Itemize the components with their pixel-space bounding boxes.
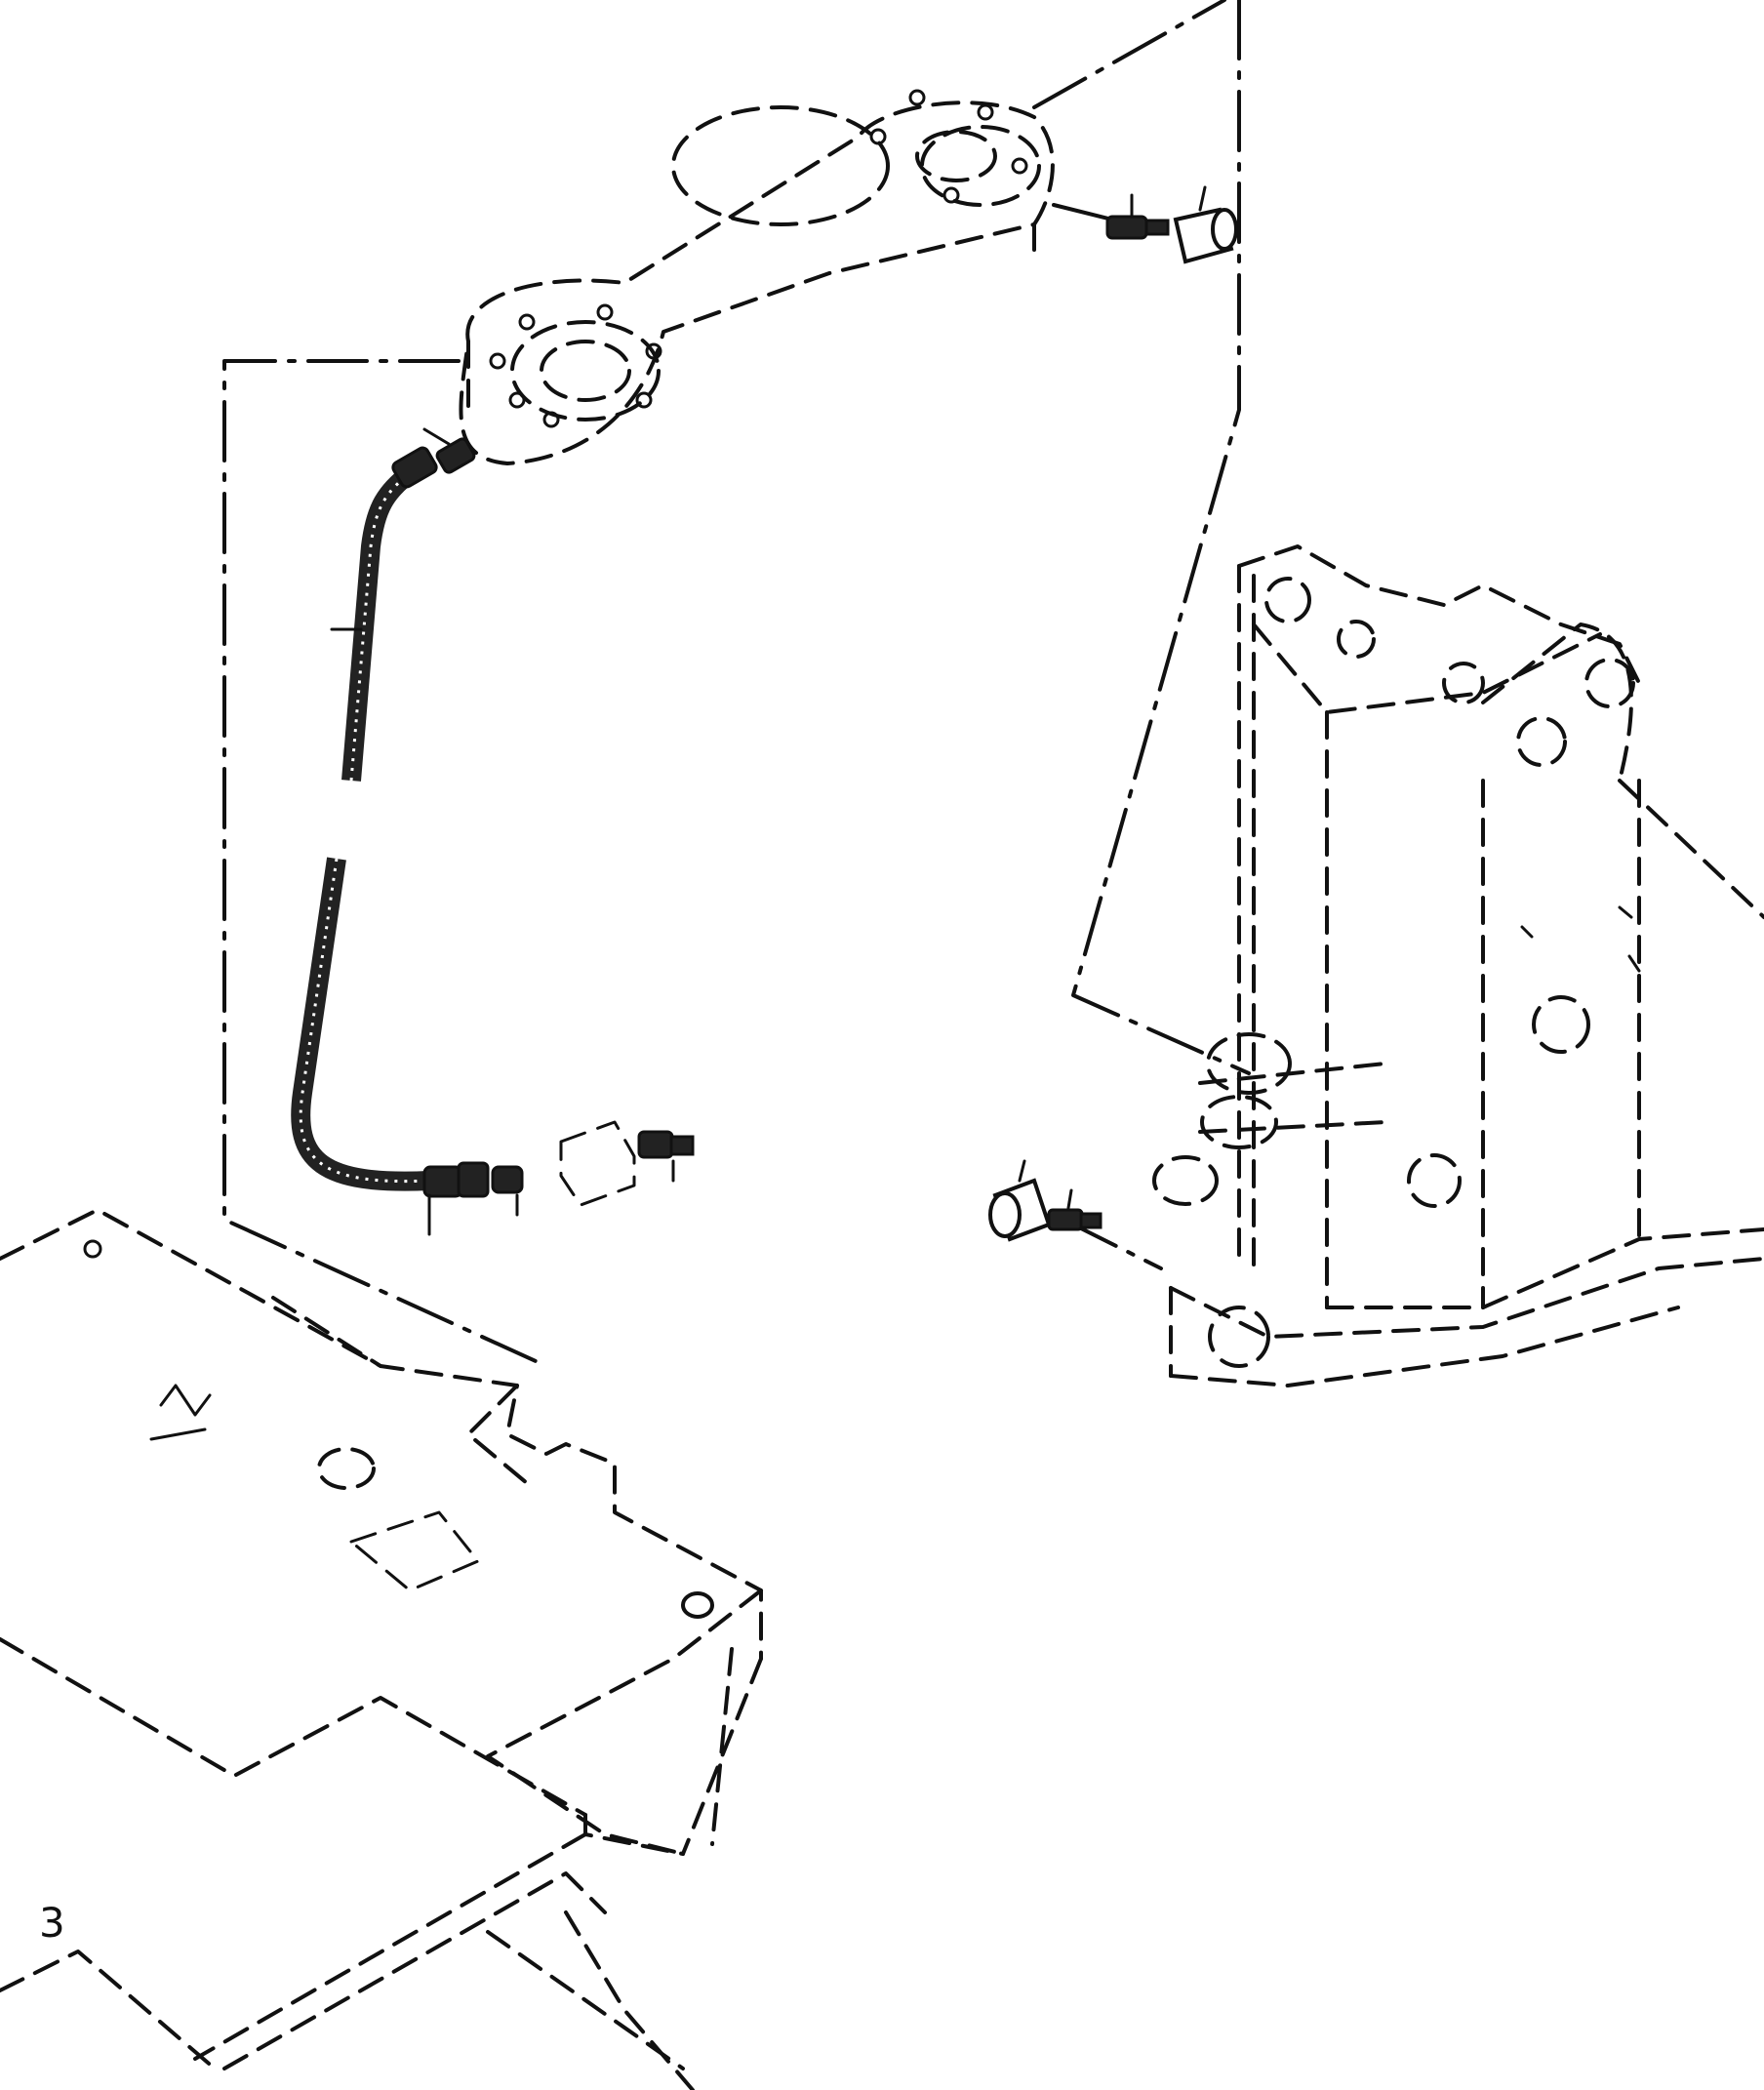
dust-cap-top [1173,185,1238,264]
hose-upper [330,427,476,782]
hose-lower [291,857,524,1236]
frame-structure: 3 [0,1208,763,2090]
leader-lines [222,0,1251,1368]
frame-reference-number: 3 [39,1899,65,1947]
grease-fitting-bottom [1047,1188,1102,1231]
connector-block [559,1120,695,1207]
pivot-arm [459,89,1055,465]
grease-fitting-top [1105,193,1170,240]
column-structure [1152,544,1764,1387]
dust-cap-bottom [988,1159,1052,1242]
